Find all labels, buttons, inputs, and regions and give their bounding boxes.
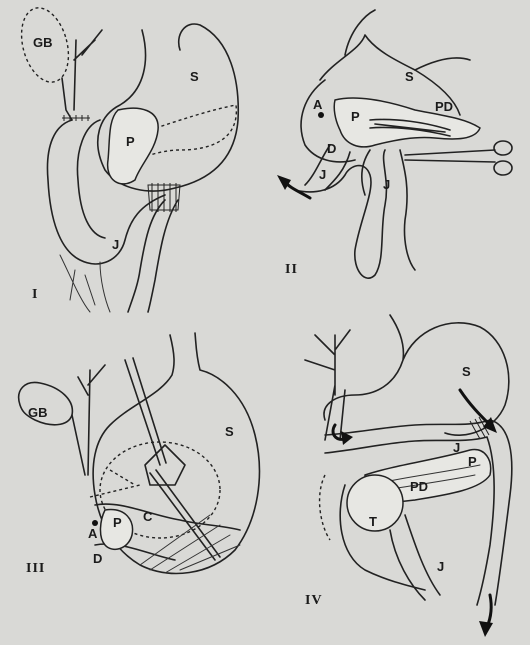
retractor-instrument (124, 357, 221, 561)
jejunum-loop (294, 149, 416, 279)
duodenum (304, 144, 351, 191)
bile-duct-tree (304, 329, 351, 441)
stomach-curve (344, 9, 471, 71)
bile-duct (71, 364, 106, 476)
panel-3-numeral: III (26, 561, 46, 576)
panel-4-numeral: IV (305, 593, 323, 608)
flow-arrow-bottom (485, 593, 493, 629)
pancreas (99, 508, 134, 551)
pancreas-remnant (106, 107, 159, 185)
flow-arrowhead-left (341, 431, 353, 445)
label-pancreas: P (126, 134, 135, 149)
panel-1-numeral: I (32, 287, 39, 302)
flow-arrowhead-right (483, 417, 497, 433)
flow-arrowhead (277, 175, 291, 190)
pancreatic-duct-incision (369, 118, 451, 137)
label-stomach: S (190, 69, 199, 84)
dashed-course (318, 474, 331, 541)
stomach-dotted-outline (149, 104, 237, 156)
duodenum-loop (46, 119, 166, 265)
panel-2: S A P PD D J J II (265, 0, 530, 315)
anastomosis-stitches (62, 115, 181, 212)
label-stomach: S (462, 364, 471, 379)
panel-2-numeral: II (285, 262, 298, 277)
label-duodenum: D (93, 551, 103, 566)
label-pancreas: P (351, 109, 360, 124)
gallbladder-outline (20, 7, 70, 83)
transverse-colon (94, 503, 241, 561)
mesentery (139, 514, 241, 574)
duodenal-curve (339, 484, 426, 591)
label-pancreas: P (113, 515, 122, 530)
label-stomach: S (225, 424, 234, 439)
label-ampulla: A (313, 97, 323, 112)
ampulla-dot (92, 520, 98, 526)
label-duodenum: D (327, 141, 337, 156)
panel-4-drawing (304, 314, 513, 637)
label-pancreas: P (468, 454, 477, 469)
label-gallbladder: GB (28, 405, 48, 420)
label-gallbladder: GB (33, 35, 53, 50)
ampulla-dot (318, 112, 324, 118)
label-tumor: T (369, 514, 377, 529)
panel-3-drawing (18, 332, 261, 575)
label-pancreatic-duct: PD (410, 479, 429, 494)
label-colon: C (143, 509, 153, 524)
panel-4: S J P PD T J IV (265, 314, 530, 645)
stomach-outline (300, 34, 461, 163)
panel-3: GB S C A P D III (0, 315, 265, 645)
scissors-icon (404, 140, 513, 176)
label-jejunum-distal: J (383, 177, 391, 192)
jejunum-lower (389, 514, 441, 601)
incision (144, 444, 186, 486)
label-jejunum-proximal: J (319, 167, 327, 182)
tumor (346, 474, 404, 532)
label-jejunum-lower: J (437, 559, 445, 574)
panel-1-drawing (20, 7, 240, 313)
jejunum-loop (127, 199, 179, 313)
dashed-arrow (89, 469, 141, 498)
flow-arrowhead-bottom (479, 621, 493, 637)
label-stomach: S (405, 69, 414, 84)
label-pancreatic-duct: PD (435, 99, 454, 114)
bile-duct (61, 29, 103, 121)
label-ampulla: A (88, 526, 98, 541)
mesentery (59, 254, 111, 313)
panel-1: GB S P J I (0, 0, 265, 315)
label-jejunum: J (112, 237, 120, 252)
label-jejunum-upper: J (453, 440, 461, 455)
panel-2-drawing (277, 9, 513, 279)
stomach-outline (97, 23, 240, 192)
